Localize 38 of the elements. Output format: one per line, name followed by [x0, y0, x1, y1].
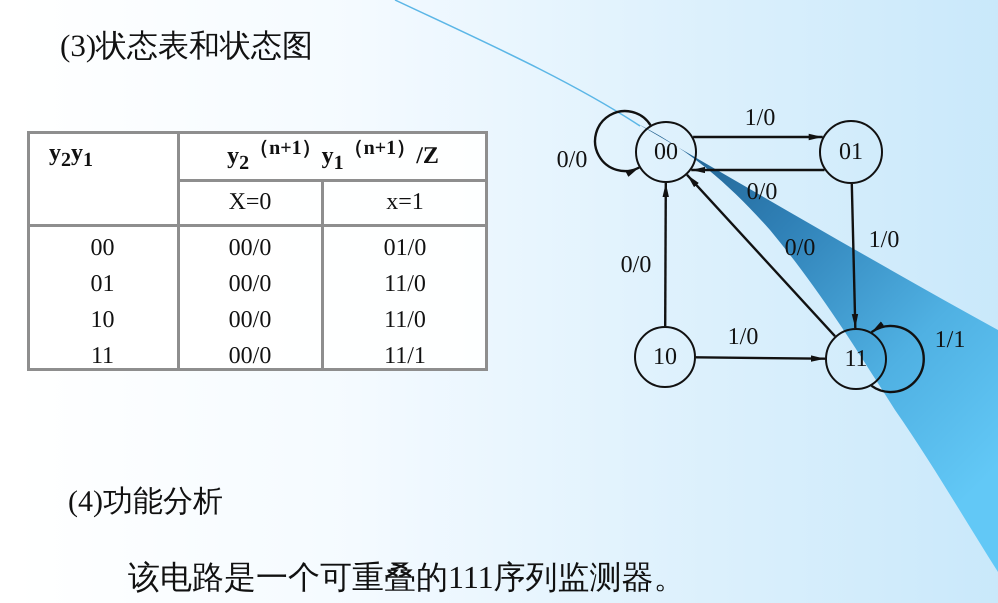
next-state-output: 00/0: [228, 234, 272, 262]
transition-arrow: [696, 355, 826, 362]
self-loop-arrow: [594, 110, 652, 176]
next-state-output: 00/0: [228, 270, 272, 298]
column-header: y$_{2}$$^{（n+1）}$y$_{1}$$^{（n+1）}$/Z: [227, 137, 439, 174]
edge-label: 1/0: [728, 324, 758, 350]
state-circle: 10: [634, 326, 696, 388]
edge-label: 1/0: [868, 226, 900, 254]
section-heading: (4)功能分析: [68, 484, 223, 520]
transition-arrow: [691, 166, 824, 174]
next-state-output: 11/1: [384, 342, 426, 370]
state-circle: 11: [825, 328, 887, 390]
state-circle: 01: [819, 120, 883, 184]
next-state-output: 01/0: [384, 234, 426, 262]
column-header: y$_{2}$y$_{1}$: [49, 140, 93, 171]
edge-label: 0/0: [620, 252, 652, 278]
edge-label: 1/0: [744, 104, 776, 132]
state-code: 00: [90, 234, 114, 262]
transition-arrow: [850, 184, 858, 328]
transition-arrow: [686, 174, 836, 338]
transition-arrow: [693, 134, 823, 140]
transition-arrow: [662, 183, 669, 326]
state-code: 10: [90, 306, 114, 334]
edge-label: 0/0: [784, 234, 816, 262]
slide-heading: (3)状态表和状态图: [60, 27, 314, 64]
state-code: 01: [90, 270, 114, 298]
edge-label: 1/1: [934, 326, 966, 354]
next-state-output: 00/0: [228, 306, 272, 334]
next-state-output: 11/0: [384, 270, 426, 298]
next-state-output: 00/0: [228, 342, 272, 370]
next-state-output: 11/0: [384, 306, 426, 334]
edge-label: 0/0: [556, 146, 588, 174]
input-header: x=1: [386, 189, 424, 216]
state-circle: 00: [635, 121, 697, 183]
state-code: 11: [90, 342, 114, 370]
input-header: X=0: [228, 189, 272, 216]
self-loop-arrow: [870, 322, 925, 394]
conclusion-text: 该电路是一个可重叠的111序列监测器。: [128, 558, 686, 596]
